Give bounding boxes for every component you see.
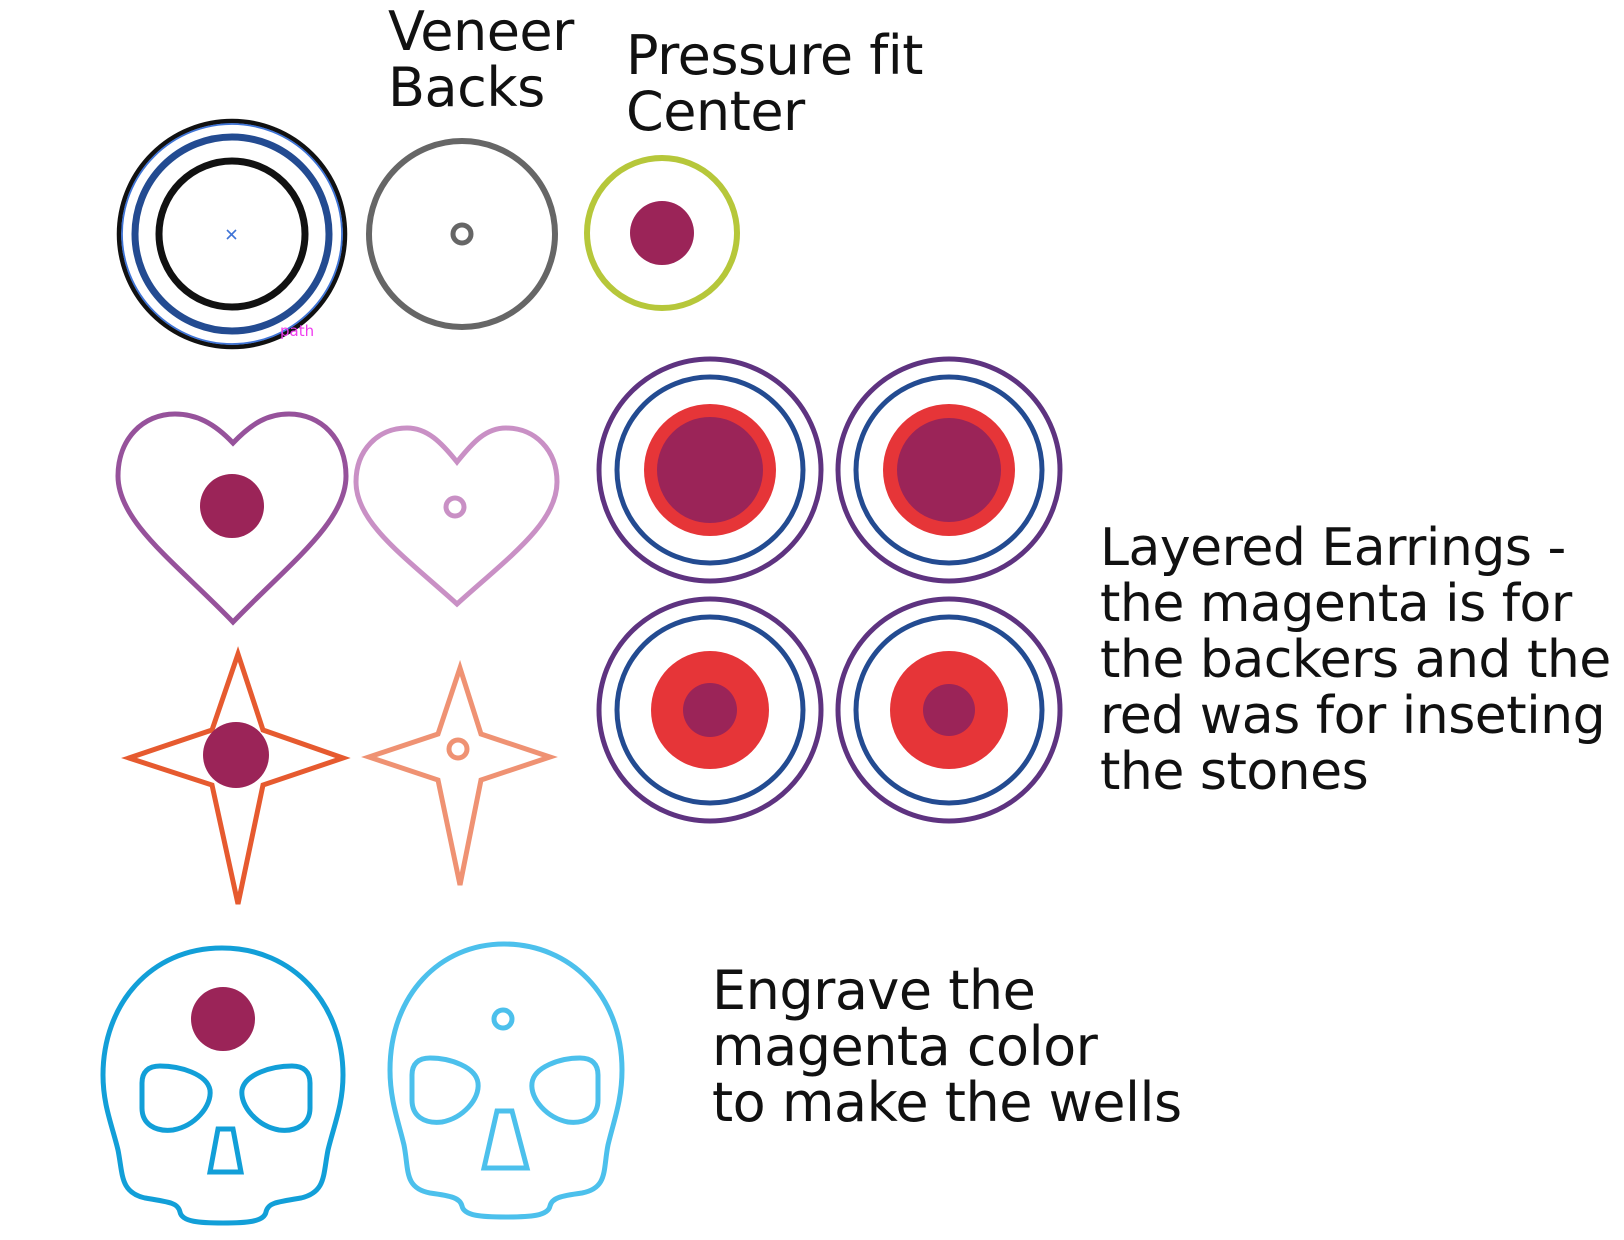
layered-earring-bottom-right[interactable] [835,596,1063,824]
heart-veneer-back[interactable] [353,425,560,608]
right-eye [529,1055,601,1125]
center-point-icon [226,229,237,240]
skull-veneer-back[interactable] [387,941,625,1220]
layered-earrings-note: Layered Earrings - the magenta is for th… [1100,518,1611,802]
skull-back-icon [387,941,625,1220]
inner-ring [155,157,309,311]
skull-icon [100,945,346,1226]
pressure-fit-center[interactable] [584,155,740,311]
middle-ring [853,374,1045,566]
post-hole [491,1007,515,1031]
star-earring[interactable] [121,646,351,905]
outer-ring [596,356,824,584]
post-hole [443,495,467,519]
heart-icon [115,411,349,626]
heart-back-icon [353,425,560,608]
magenta-center [630,201,694,265]
path-tag: path [280,322,314,340]
left-eye [409,1055,481,1125]
star-icon [121,646,351,905]
stone-center [683,683,737,737]
round-earring-layered[interactable]: path [116,118,348,350]
star-back-icon [361,659,558,886]
layered-earring-top-right[interactable] [835,356,1063,584]
outer-ring [596,596,824,824]
engrave-note: Engrave the magenta color to make the we… [712,959,1182,1134]
stone-center [923,684,975,736]
middle-ring [614,614,806,806]
middle-ring [614,374,806,566]
outer-ring [116,118,348,350]
nose [480,1108,531,1171]
layered-earring-bottom-left[interactable] [596,596,824,824]
magenta-well [200,474,264,538]
layered-earring-top-left[interactable] [596,356,824,584]
magenta-well [191,987,255,1051]
skull-earring[interactable] [100,945,346,1226]
outer-ring [835,596,1063,824]
outer-ring [835,356,1063,584]
backer-center [897,418,1001,522]
back-outline [366,138,558,330]
pressure-fit-center-label: Pressure fit Center [626,24,923,143]
pressure-ring [584,155,740,311]
middle-ring [853,614,1045,806]
left-eye [139,1063,213,1133]
right-eye [239,1063,313,1133]
nose [206,1126,245,1175]
selection-outline [121,123,343,345]
post-hole [446,737,470,761]
backer-center [657,417,763,523]
veneer-backs-label: Veneer Backs [388,0,574,119]
star-veneer-back[interactable] [361,659,558,886]
magenta-well [203,722,269,788]
post-hole [450,222,474,246]
heart-earring[interactable] [115,411,349,626]
round-veneer-back[interactable] [366,138,558,330]
middle-ring [131,133,333,335]
